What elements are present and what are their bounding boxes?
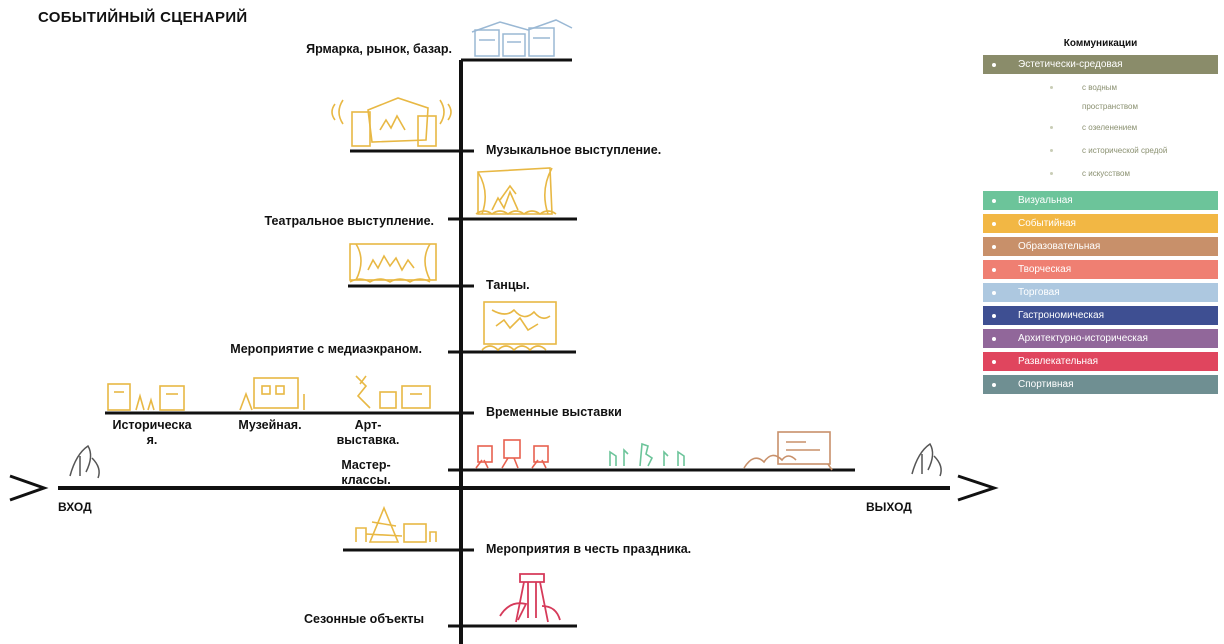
legend-title: Коммуникации [1063,38,1138,49]
legend-item-visual: Визуальная [983,191,1218,210]
historical-exhibition-icon [107,383,185,411]
legend-item-event: Событийная [983,214,1218,233]
event-label-exhibitions: Временные выставки [486,405,622,419]
event-label-music: Музыкальное выступление. [486,143,662,157]
legend-item-aesthetic: Эстетически-средовая [983,55,1218,74]
legend-item-sport: Спортивная [983,375,1218,394]
music-stage-icon [331,97,452,147]
exit-label: ВЫХОД [866,500,912,514]
theatre-stage-icon [475,167,557,215]
legend-subitem: пространством [1082,102,1138,111]
exit-arrow [957,474,999,502]
museum-exhibition-icon [239,377,305,411]
entry-arrow [9,474,49,502]
holiday-icon [355,505,437,543]
event-label-theatre: Театральное выступление. [264,214,435,228]
art-exhibition-icon [355,375,431,409]
dance-stage-icon [349,243,437,283]
legend-subitem: с озеленением [983,116,1218,139]
entry-tree-icon [69,444,100,479]
exhibition-label-art: Арт- выставка. [336,418,400,447]
legend-item-trade: Торговая [983,283,1218,302]
communications-legend: Коммуникации Эстетически-средовая с водн… [983,38,1218,398]
market-icon [471,19,573,57]
legend-item-architectural: Архитектурно-историческая [983,329,1218,348]
event-label-seasonal: Сезонные объекты [303,612,424,626]
entry-label: ВХОД [58,500,92,514]
legend-item-entertainment: Развлекательная [983,352,1218,371]
event-label-dance: Танцы. [486,278,530,292]
legend-subitem: с водным [983,78,1218,97]
legend-item-creative: Творческая [983,260,1218,279]
event-label-media: Мероприятие с медиаэкраном. [230,342,422,356]
legend-subitem: с исторической средой [983,139,1218,162]
visual-masterclass-icon [609,442,685,467]
page-title: СОБЫТИЙНЫЙ СЦЕНАРИЙ [38,9,248,26]
exhibition-label-museum: Музейная. [238,418,302,432]
media-screen-icon [481,301,557,352]
creative-masterclass-icon [475,439,549,469]
event-label-holiday: Мероприятия в честь праздника. [486,542,692,556]
legend-subitem: с искусством [983,162,1218,185]
legend-item-educational: Образовательная [983,237,1218,256]
legend-item-gastronomic: Гастрономическая [983,306,1218,325]
education-masterclass-icon [743,431,833,471]
event-label-market: Ярмарка, рынок, базар. [306,42,452,56]
exhibition-label-masterclass: Мастер- классы. [341,458,391,487]
exit-tree-icon [911,442,942,477]
exhibition-label-historical: Историческа я. [112,418,192,447]
seasonal-object-icon [499,573,561,623]
